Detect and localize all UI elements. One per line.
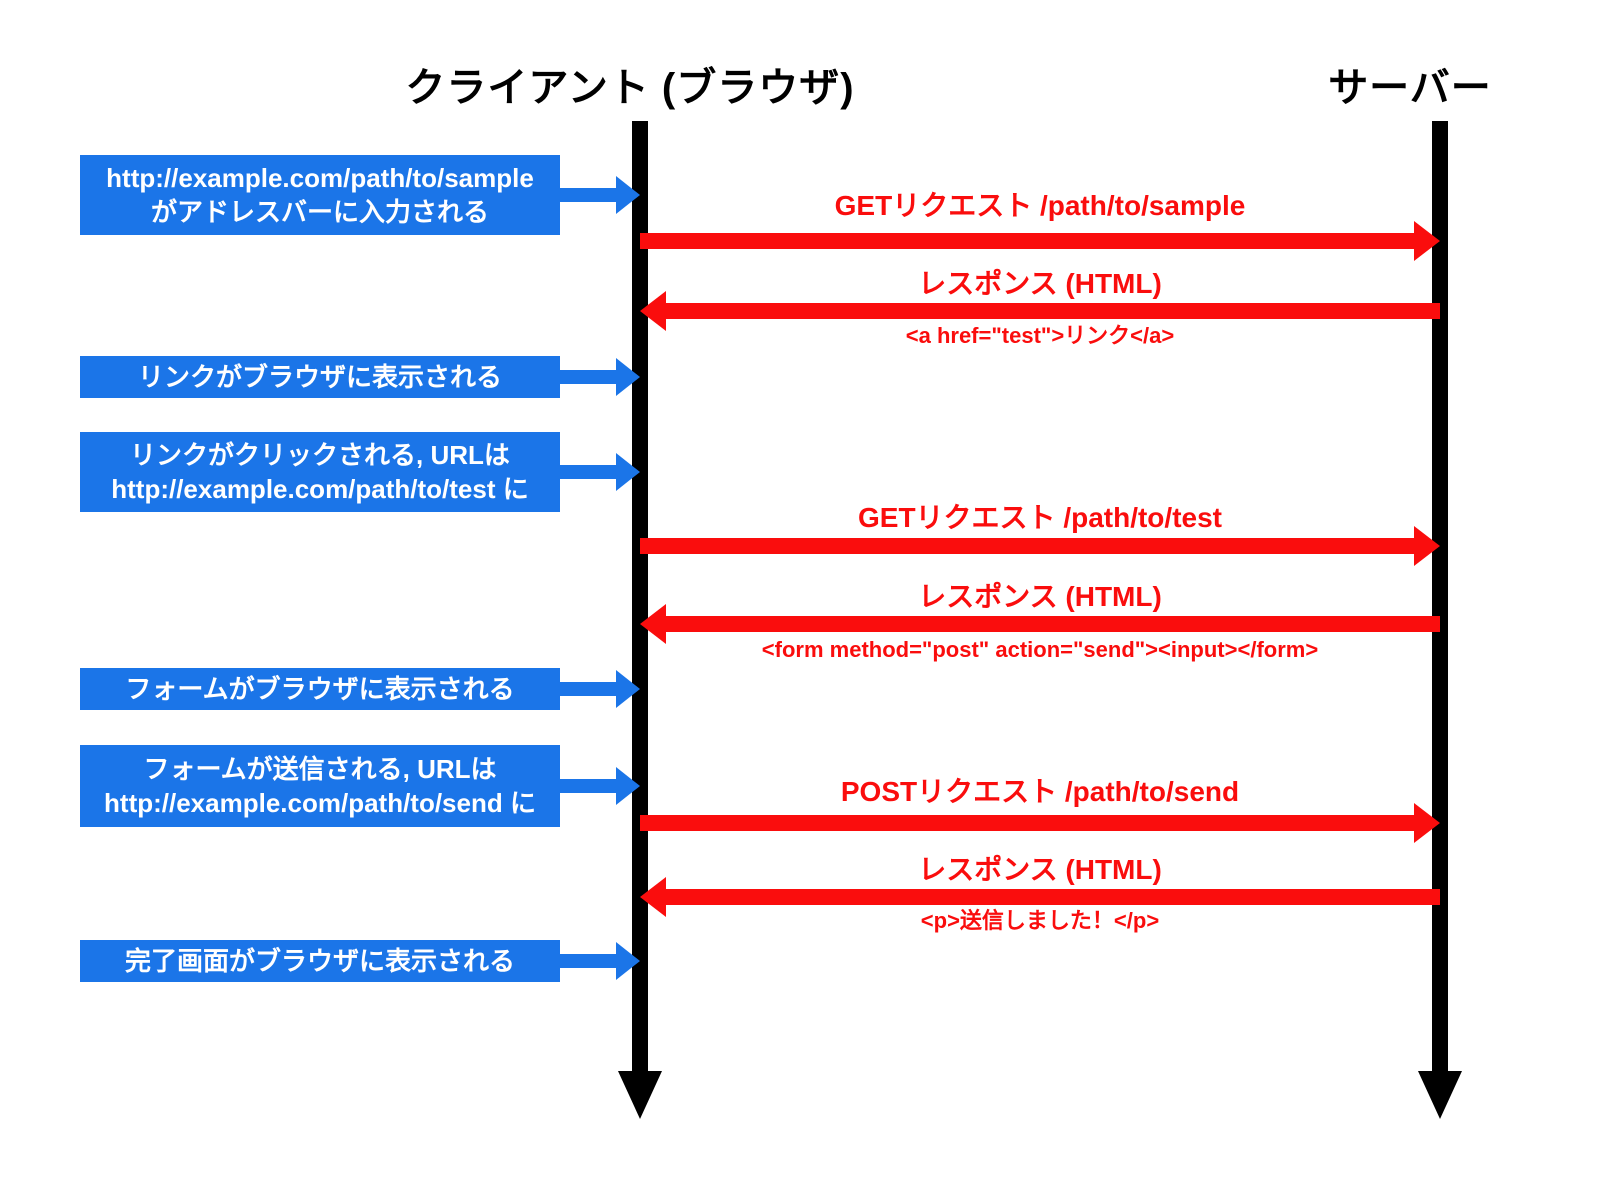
step-box-form-submitted: フォームが送信される, URLは http://example.com/path…	[80, 745, 560, 827]
response-arrow-icon	[640, 604, 1440, 644]
right-arrow-icon	[558, 175, 640, 215]
message-code: <a href="test">リンク</a>	[905, 323, 1175, 348]
step-line: http://example.com/path/to/send に	[104, 788, 536, 818]
message-label: レスポンス (HTML)	[918, 581, 1162, 612]
message-code: <form method="post" action="send"><input…	[761, 637, 1319, 662]
message-label: GETリクエスト /path/to/sample	[834, 190, 1246, 221]
response-arrow-icon	[640, 877, 1440, 917]
down-arrowhead-icon	[1418, 1071, 1462, 1119]
right-arrow-icon	[558, 941, 640, 981]
step-box-link-shown: リンクがブラウザに表示される	[80, 356, 560, 398]
message-label: GETリクエスト /path/to/test	[857, 502, 1222, 533]
step-line: 完了画面がブラウザに表示される	[124, 946, 515, 976]
server-title: サーバー	[1328, 66, 1492, 110]
step-line: http://example.com/path/to/sample	[106, 163, 534, 193]
right-arrow-icon	[558, 357, 640, 397]
message-code: <p>送信しました！</p>	[920, 908, 1160, 933]
right-arrow-icon	[558, 669, 640, 709]
step-box-url-entered: http://example.com/path/to/sample がアドレスバ…	[80, 155, 560, 235]
step-line: リンクがブラウザに表示される	[137, 362, 502, 392]
response-arrow-icon	[640, 291, 1440, 331]
message-label: POSTリクエスト /path/to/send	[840, 776, 1240, 807]
step-line: リンクがクリックされる, URLは	[130, 440, 510, 470]
step-line: フォームが送信される, URLは	[143, 754, 497, 784]
step-line: http://example.com/path/to/test に	[111, 474, 529, 504]
message-label: レスポンス (HTML)	[918, 268, 1162, 299]
step-line: フォームがブラウザに表示される	[125, 674, 515, 704]
step-line: がアドレスバーに入力される	[150, 197, 489, 227]
step-box-link-clicked: リンクがクリックされる, URLは http://example.com/pat…	[80, 432, 560, 512]
request-arrow-icon	[640, 221, 1440, 261]
message-label: レスポンス (HTML)	[918, 854, 1162, 885]
right-arrow-icon	[558, 452, 640, 492]
down-arrowhead-icon	[618, 1071, 662, 1119]
right-arrow-icon	[558, 766, 640, 806]
step-box-form-shown: フォームがブラウザに表示される	[80, 668, 560, 710]
step-box-complete-shown: 完了画面がブラウザに表示される	[80, 940, 560, 982]
client-title: クライアント (ブラウザ)	[405, 66, 855, 110]
request-arrow-icon	[640, 803, 1440, 843]
request-arrow-icon	[640, 526, 1440, 566]
